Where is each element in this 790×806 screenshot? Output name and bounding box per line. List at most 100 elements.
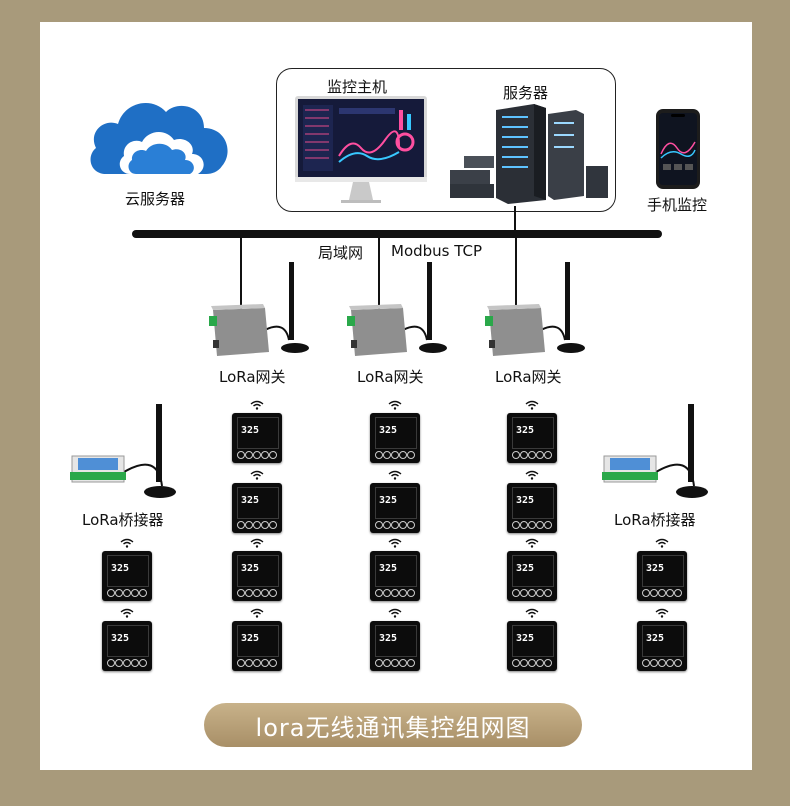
thermostat-reading: 325 <box>516 633 535 644</box>
thermostat-device: 325 <box>507 551 557 601</box>
wireless-signal-icon <box>250 608 264 618</box>
thermostat-reading: 325 <box>111 633 130 644</box>
thermostat-device: 325 <box>370 551 420 601</box>
thermostat-reading: 325 <box>516 563 535 574</box>
gateway-1-label: LoRa网关 <box>219 368 286 386</box>
thermostat-device: 325 <box>370 413 420 463</box>
thermostat-screen <box>107 625 149 657</box>
monitor-host-label: 监控主机 <box>327 78 388 96</box>
thermostat-buttons <box>237 659 277 667</box>
thermostat-device: 325 <box>370 483 420 533</box>
wireless-signal-icon <box>120 608 134 618</box>
server-label: 服务器 <box>503 84 549 102</box>
lora-bridge-left <box>70 404 176 498</box>
thermostat-screen <box>237 487 279 519</box>
thermostat-reading: 325 <box>379 495 398 506</box>
wireless-signal-icon <box>250 538 264 548</box>
thermostat-device: 325 <box>102 551 152 601</box>
thermostat-buttons <box>375 589 415 597</box>
thermostat-buttons <box>107 589 147 597</box>
thermostat-buttons <box>512 451 552 459</box>
thermostat-reading: 325 <box>516 495 535 506</box>
wireless-signal-icon <box>525 470 539 480</box>
cloud-icon <box>90 102 228 174</box>
thermostat-buttons <box>375 659 415 667</box>
gateway-1-link <box>240 236 242 310</box>
thermostat-device: 325 <box>232 551 282 601</box>
thermostat-screen <box>512 417 554 449</box>
thermostat-buttons <box>237 521 277 529</box>
thermostat-buttons <box>237 589 277 597</box>
thermostat-device: 325 <box>507 483 557 533</box>
cloud-server-label: 云服务器 <box>125 190 186 208</box>
phone-icon <box>656 109 700 189</box>
thermostat-reading: 325 <box>241 495 260 506</box>
lan-label: 局域网 <box>318 244 364 262</box>
wireless-signal-icon <box>388 538 402 548</box>
thermostat-reading: 325 <box>646 563 665 574</box>
thermostat-buttons <box>375 451 415 459</box>
gateway-3-link <box>515 236 517 310</box>
thermostat-screen <box>375 487 417 519</box>
server-icon <box>450 104 608 204</box>
thermostat-screen <box>237 417 279 449</box>
thermostat-reading: 325 <box>379 633 398 644</box>
lora-gateway-2 <box>347 262 447 356</box>
thermostat-device: 325 <box>370 621 420 671</box>
thermostat-reading: 325 <box>516 425 535 436</box>
wireless-signal-icon <box>525 400 539 410</box>
thermostat-device: 325 <box>507 621 557 671</box>
server-link-line <box>514 206 516 232</box>
wireless-signal-icon <box>525 608 539 618</box>
wireless-signal-icon <box>388 470 402 480</box>
lora-gateway-3 <box>485 262 585 356</box>
thermostat-device: 325 <box>507 413 557 463</box>
protocol-label: Modbus TCP <box>391 242 483 260</box>
thermostat-buttons <box>107 659 147 667</box>
thermostat-reading: 325 <box>241 425 260 436</box>
lora-bridge-right <box>602 404 708 498</box>
thermostat-reading: 325 <box>646 633 665 644</box>
wireless-signal-icon <box>525 538 539 548</box>
wireless-signal-icon <box>120 538 134 548</box>
thermostat-device: 325 <box>232 483 282 533</box>
thermostat-device: 325 <box>232 621 282 671</box>
thermostat-device: 325 <box>102 621 152 671</box>
thermostat-buttons <box>237 451 277 459</box>
thermostat-buttons <box>642 659 682 667</box>
gateway-2-label: LoRa网关 <box>357 368 424 386</box>
gateway-3-label: LoRa网关 <box>495 368 562 386</box>
thermostat-screen <box>512 555 554 587</box>
wireless-signal-icon <box>250 470 264 480</box>
thermostat-reading: 325 <box>379 425 398 436</box>
wireless-signal-icon <box>388 608 402 618</box>
thermostat-screen <box>237 625 279 657</box>
thermostat-buttons <box>512 521 552 529</box>
thermostat-buttons <box>512 589 552 597</box>
monitor-icon <box>295 96 427 203</box>
thermostat-reading: 325 <box>379 563 398 574</box>
thermostat-screen <box>512 625 554 657</box>
thermostat-screen <box>107 555 149 587</box>
bridge-right-label: LoRa桥接器 <box>614 511 696 529</box>
thermostat-screen <box>512 487 554 519</box>
thermostat-screen <box>237 555 279 587</box>
thermostat-device: 325 <box>637 551 687 601</box>
thermostat-screen <box>375 625 417 657</box>
thermostat-screen <box>642 625 684 657</box>
wireless-signal-icon <box>655 608 669 618</box>
bridge-left-label: LoRa桥接器 <box>82 511 164 529</box>
thermostat-buttons <box>642 589 682 597</box>
thermostat-reading: 325 <box>241 563 260 574</box>
thermostat-reading: 325 <box>241 633 260 644</box>
wireless-signal-icon <box>655 538 669 548</box>
thermostat-reading: 325 <box>111 563 130 574</box>
wireless-signal-icon <box>388 400 402 410</box>
thermostat-screen <box>642 555 684 587</box>
thermostat-device: 325 <box>232 413 282 463</box>
thermostat-screen <box>375 417 417 449</box>
thermostat-buttons <box>375 521 415 529</box>
diagram-title: lora无线通讯集控组网图 <box>204 703 582 747</box>
mobile-monitor-label: 手机监控 <box>647 196 708 214</box>
gateway-2-link <box>378 236 380 310</box>
